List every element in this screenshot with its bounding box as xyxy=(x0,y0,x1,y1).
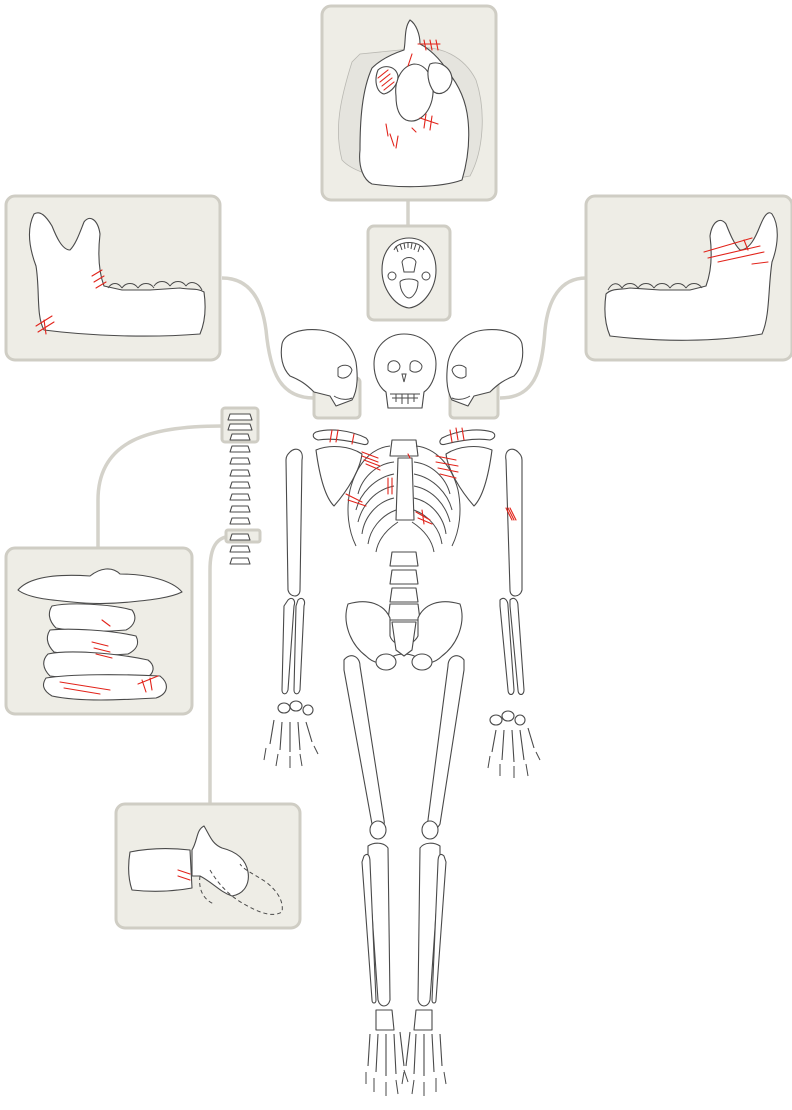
femur-right xyxy=(428,656,464,829)
femur-left xyxy=(344,656,384,829)
skull-frontal-icon xyxy=(374,334,436,408)
hand-right-icon xyxy=(488,711,540,778)
obturator-right xyxy=(412,654,432,670)
patella-right xyxy=(422,821,438,839)
patella-left xyxy=(370,821,386,839)
clavicle-right xyxy=(440,430,495,445)
skeleton-figure xyxy=(228,330,540,1096)
obturator-left xyxy=(376,654,396,670)
connector-lumbar xyxy=(210,536,233,804)
forearm-left-radius xyxy=(282,598,295,693)
humerus-right xyxy=(506,449,522,596)
humerus-left xyxy=(286,449,302,596)
hand-left-icon xyxy=(264,701,318,768)
clavicle-left xyxy=(313,430,368,445)
connector-cervical xyxy=(98,426,222,548)
forearm-left-ulna xyxy=(294,598,305,693)
foot-right-icon xyxy=(402,1010,446,1096)
lumbar-column xyxy=(388,552,420,620)
